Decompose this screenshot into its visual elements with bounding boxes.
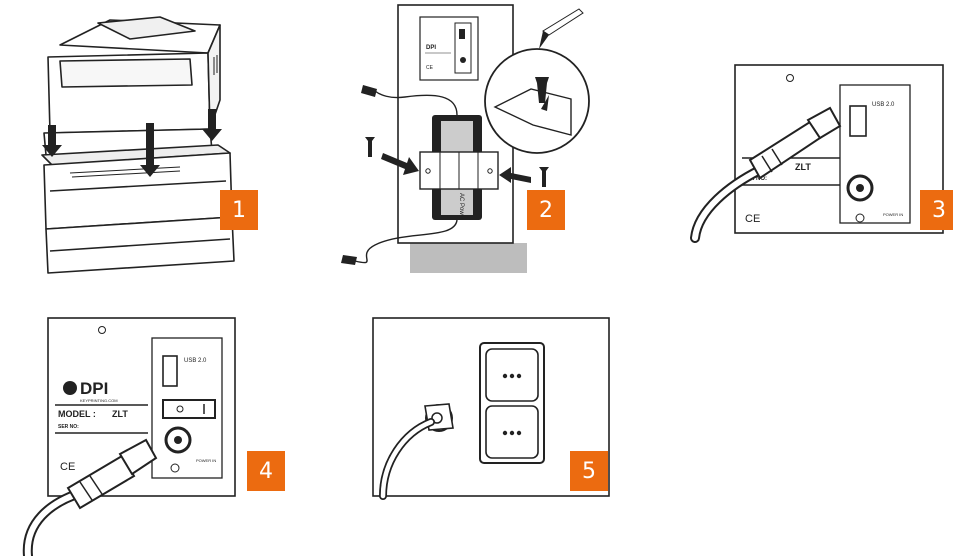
step-5-panel: 5 (373, 318, 613, 498)
plate4-serial-label: SER NO: (58, 424, 79, 430)
plate4-model-value: ZLT (112, 409, 128, 419)
plate4-ce: CE (60, 461, 75, 473)
plate-power-label: POWER IN (883, 212, 903, 217)
step-5-badge: 5 (570, 451, 608, 491)
power-connection-illustration: USB 2.0 POWER IN DPI KEYPRINTING.COM MOD… (0, 318, 295, 556)
step-3-panel: USB 2.0 POWER IN ZLT SER NO: CE 3 (690, 60, 950, 240)
plate4-brand: DPI (80, 379, 108, 398)
printer-stack-illustration (30, 5, 240, 280)
plate-ce-3: CE (745, 213, 760, 225)
plate-brand: DPI (426, 45, 436, 51)
step-2-badge: 2 (527, 190, 565, 230)
step-4-panel: USB 2.0 POWER IN DPI KEYPRINTING.COM MOD… (0, 318, 295, 556)
floor-block (410, 243, 527, 273)
adapter-mounting-illustration: DPI CE AC Power (335, 5, 585, 275)
step-1-panel: 1 (30, 5, 240, 280)
step-2-panel: DPI CE AC Power 2 (335, 5, 585, 275)
plate-model-value: ZLT (795, 162, 811, 172)
plate-usb-label: USB 2.0 (872, 102, 895, 108)
step-4-badge: 4 (247, 451, 285, 491)
plate4-model-label: MODEL : (58, 409, 96, 419)
plate4-power-label: POWER IN (196, 458, 216, 463)
plate-ce: CE (426, 65, 434, 71)
adapter-label: AC Power (458, 193, 464, 220)
step-1-badge: 1 (220, 190, 258, 230)
plate4-usb-label: USB 2.0 (184, 358, 207, 364)
plate4-website: KEYPRINTING.COM (80, 398, 118, 403)
step-3-badge: 3 (920, 190, 953, 230)
usb-connection-illustration: USB 2.0 POWER IN ZLT SER NO: CE (690, 60, 950, 240)
